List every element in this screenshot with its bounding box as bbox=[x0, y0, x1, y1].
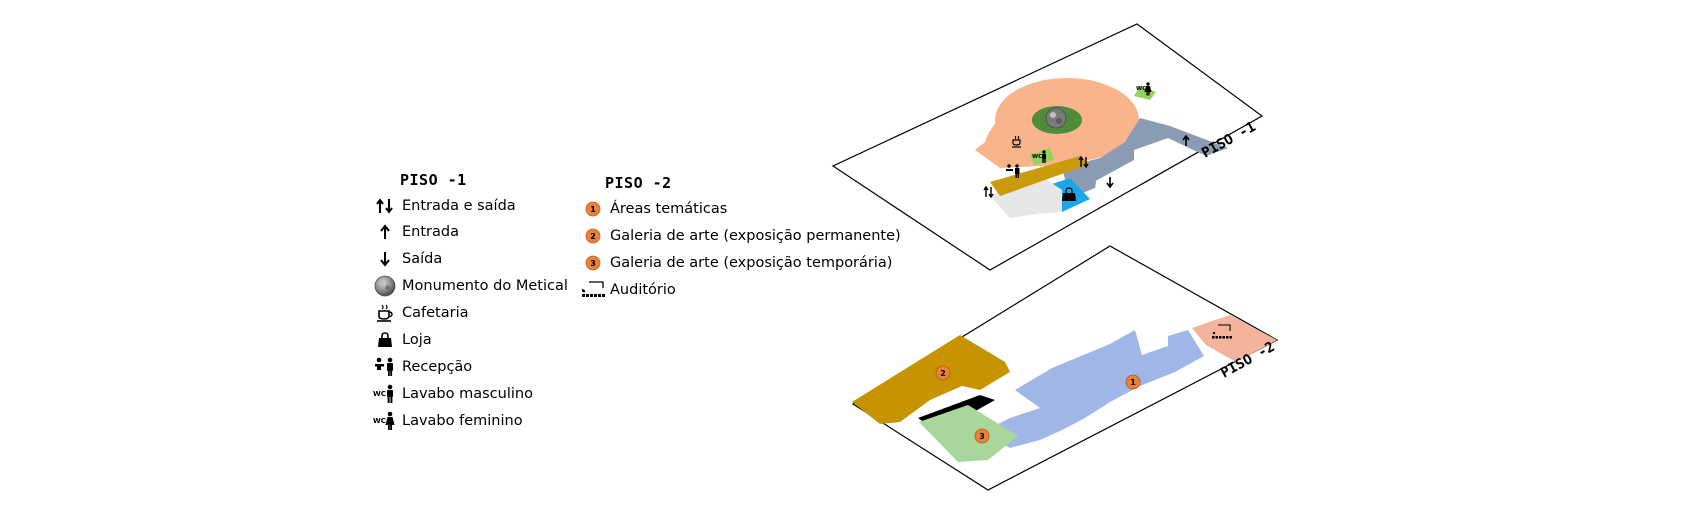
wc-female-icon: WC bbox=[1136, 82, 1152, 96]
coin-monument-icon bbox=[372, 275, 398, 297]
cafe-strip bbox=[990, 156, 1090, 196]
legend-label: Galeria de arte (exposição temporária) bbox=[610, 255, 893, 271]
number-2-badge-icon: 2 bbox=[580, 225, 606, 247]
up-down-arrows-icon bbox=[983, 185, 994, 199]
up-down-arrows-icon bbox=[1078, 155, 1089, 169]
floor-piso-1: WC WC PISO -1 bbox=[831, 23, 1264, 271]
legend-label: Áreas temáticas bbox=[610, 201, 728, 217]
wc-area-upper bbox=[1134, 86, 1156, 100]
badge-number: 3 bbox=[590, 259, 596, 268]
legend-label: Recepção bbox=[402, 359, 473, 375]
coffee-cup-icon bbox=[1012, 135, 1021, 148]
legend-label: Monumento do Metical bbox=[402, 278, 568, 294]
auditorium-icon bbox=[580, 279, 606, 301]
legend-item-cafetaria: Cafetaria bbox=[372, 302, 468, 324]
wc-male-icon: WC bbox=[1032, 150, 1046, 163]
auditorium-icon bbox=[1212, 324, 1232, 339]
legend-item-lavabo-masculino: WC Lavabo masculino bbox=[372, 383, 533, 405]
legend-piso-2-title: PISO -2 bbox=[605, 174, 672, 192]
legend-label: Lavabo feminino bbox=[402, 413, 523, 429]
wc-text: WC bbox=[373, 417, 386, 425]
auditorium-area bbox=[1192, 315, 1277, 362]
number-3-badge-icon: 3 bbox=[580, 252, 606, 274]
badge-number: 3 bbox=[979, 432, 985, 441]
wc-female-icon: WC bbox=[372, 410, 398, 432]
svg-text:WC: WC bbox=[1032, 154, 1042, 160]
legend-piso-1-title: PISO -1 bbox=[400, 171, 467, 189]
up-down-arrows-icon bbox=[372, 195, 398, 217]
wc-text: WC bbox=[373, 390, 386, 398]
down-arrow-icon bbox=[372, 248, 398, 270]
coin-monument-icon bbox=[1045, 107, 1067, 129]
legend-item-auditorio: Auditório bbox=[580, 279, 676, 301]
shopping-bag-icon bbox=[1062, 187, 1076, 201]
number-1-badge-icon: 1 bbox=[580, 198, 606, 220]
legend-item-monumento: Monumento do Metical bbox=[372, 275, 568, 297]
foyer-area bbox=[990, 175, 1062, 218]
shopping-bag-icon bbox=[372, 329, 398, 351]
down-arrow-icon bbox=[1106, 177, 1114, 189]
reception-desk-icon bbox=[372, 356, 398, 378]
legend-item-lavabo-feminino: WC Lavabo feminino bbox=[372, 410, 523, 432]
legend-label: Galeria de arte (exposição permanente) bbox=[610, 228, 901, 244]
legend-item-recepcao: Recepção bbox=[372, 356, 472, 378]
up-arrow-icon bbox=[1182, 134, 1190, 146]
svg-text:WC: WC bbox=[1136, 86, 1146, 92]
legend-item-galeria-permanente: 2 Galeria de arte (exposição permanente) bbox=[580, 225, 901, 247]
badge-number: 1 bbox=[590, 205, 596, 214]
badge-number: 2 bbox=[590, 232, 596, 241]
legend-label: Lavabo masculino bbox=[402, 386, 533, 402]
legend-label: Entrada e saída bbox=[402, 198, 516, 214]
legend-label: Cafetaria bbox=[402, 305, 469, 321]
legend-item-loja: Loja bbox=[372, 329, 432, 351]
reception-desk-icon bbox=[1006, 164, 1020, 178]
legend-label: Loja bbox=[402, 332, 432, 348]
legend-item-areas-tematicas: 1 Áreas temáticas bbox=[580, 198, 727, 220]
legend-label: Auditório bbox=[610, 282, 676, 298]
permanent-gallery bbox=[852, 335, 1010, 424]
number-2-badge-icon: 2 bbox=[935, 365, 951, 381]
legend-label: Saída bbox=[402, 251, 443, 267]
legend-item-galeria-temporaria: 3 Galeria de arte (exposição temporária) bbox=[580, 252, 892, 274]
coffee-cup-icon bbox=[372, 302, 398, 324]
badge-number: 2 bbox=[940, 369, 946, 378]
wc-male-icon: WC bbox=[372, 383, 398, 405]
legend-item-entrada-saida: Entrada e saída bbox=[372, 195, 516, 217]
badge-number: 1 bbox=[1130, 378, 1136, 387]
number-1-badge-icon: 1 bbox=[1125, 374, 1141, 390]
legend-label: Entrada bbox=[402, 224, 459, 240]
legend-item-entrada: Entrada bbox=[372, 221, 459, 243]
legend-item-saida: Saída bbox=[372, 248, 442, 270]
temporary-gallery bbox=[919, 405, 1018, 462]
thematic-area bbox=[982, 330, 1204, 448]
floor-piso-2: 1 2 3 PISO -2 bbox=[851, 245, 1279, 491]
number-3-badge-icon: 3 bbox=[974, 428, 990, 444]
up-arrow-icon bbox=[372, 221, 398, 243]
